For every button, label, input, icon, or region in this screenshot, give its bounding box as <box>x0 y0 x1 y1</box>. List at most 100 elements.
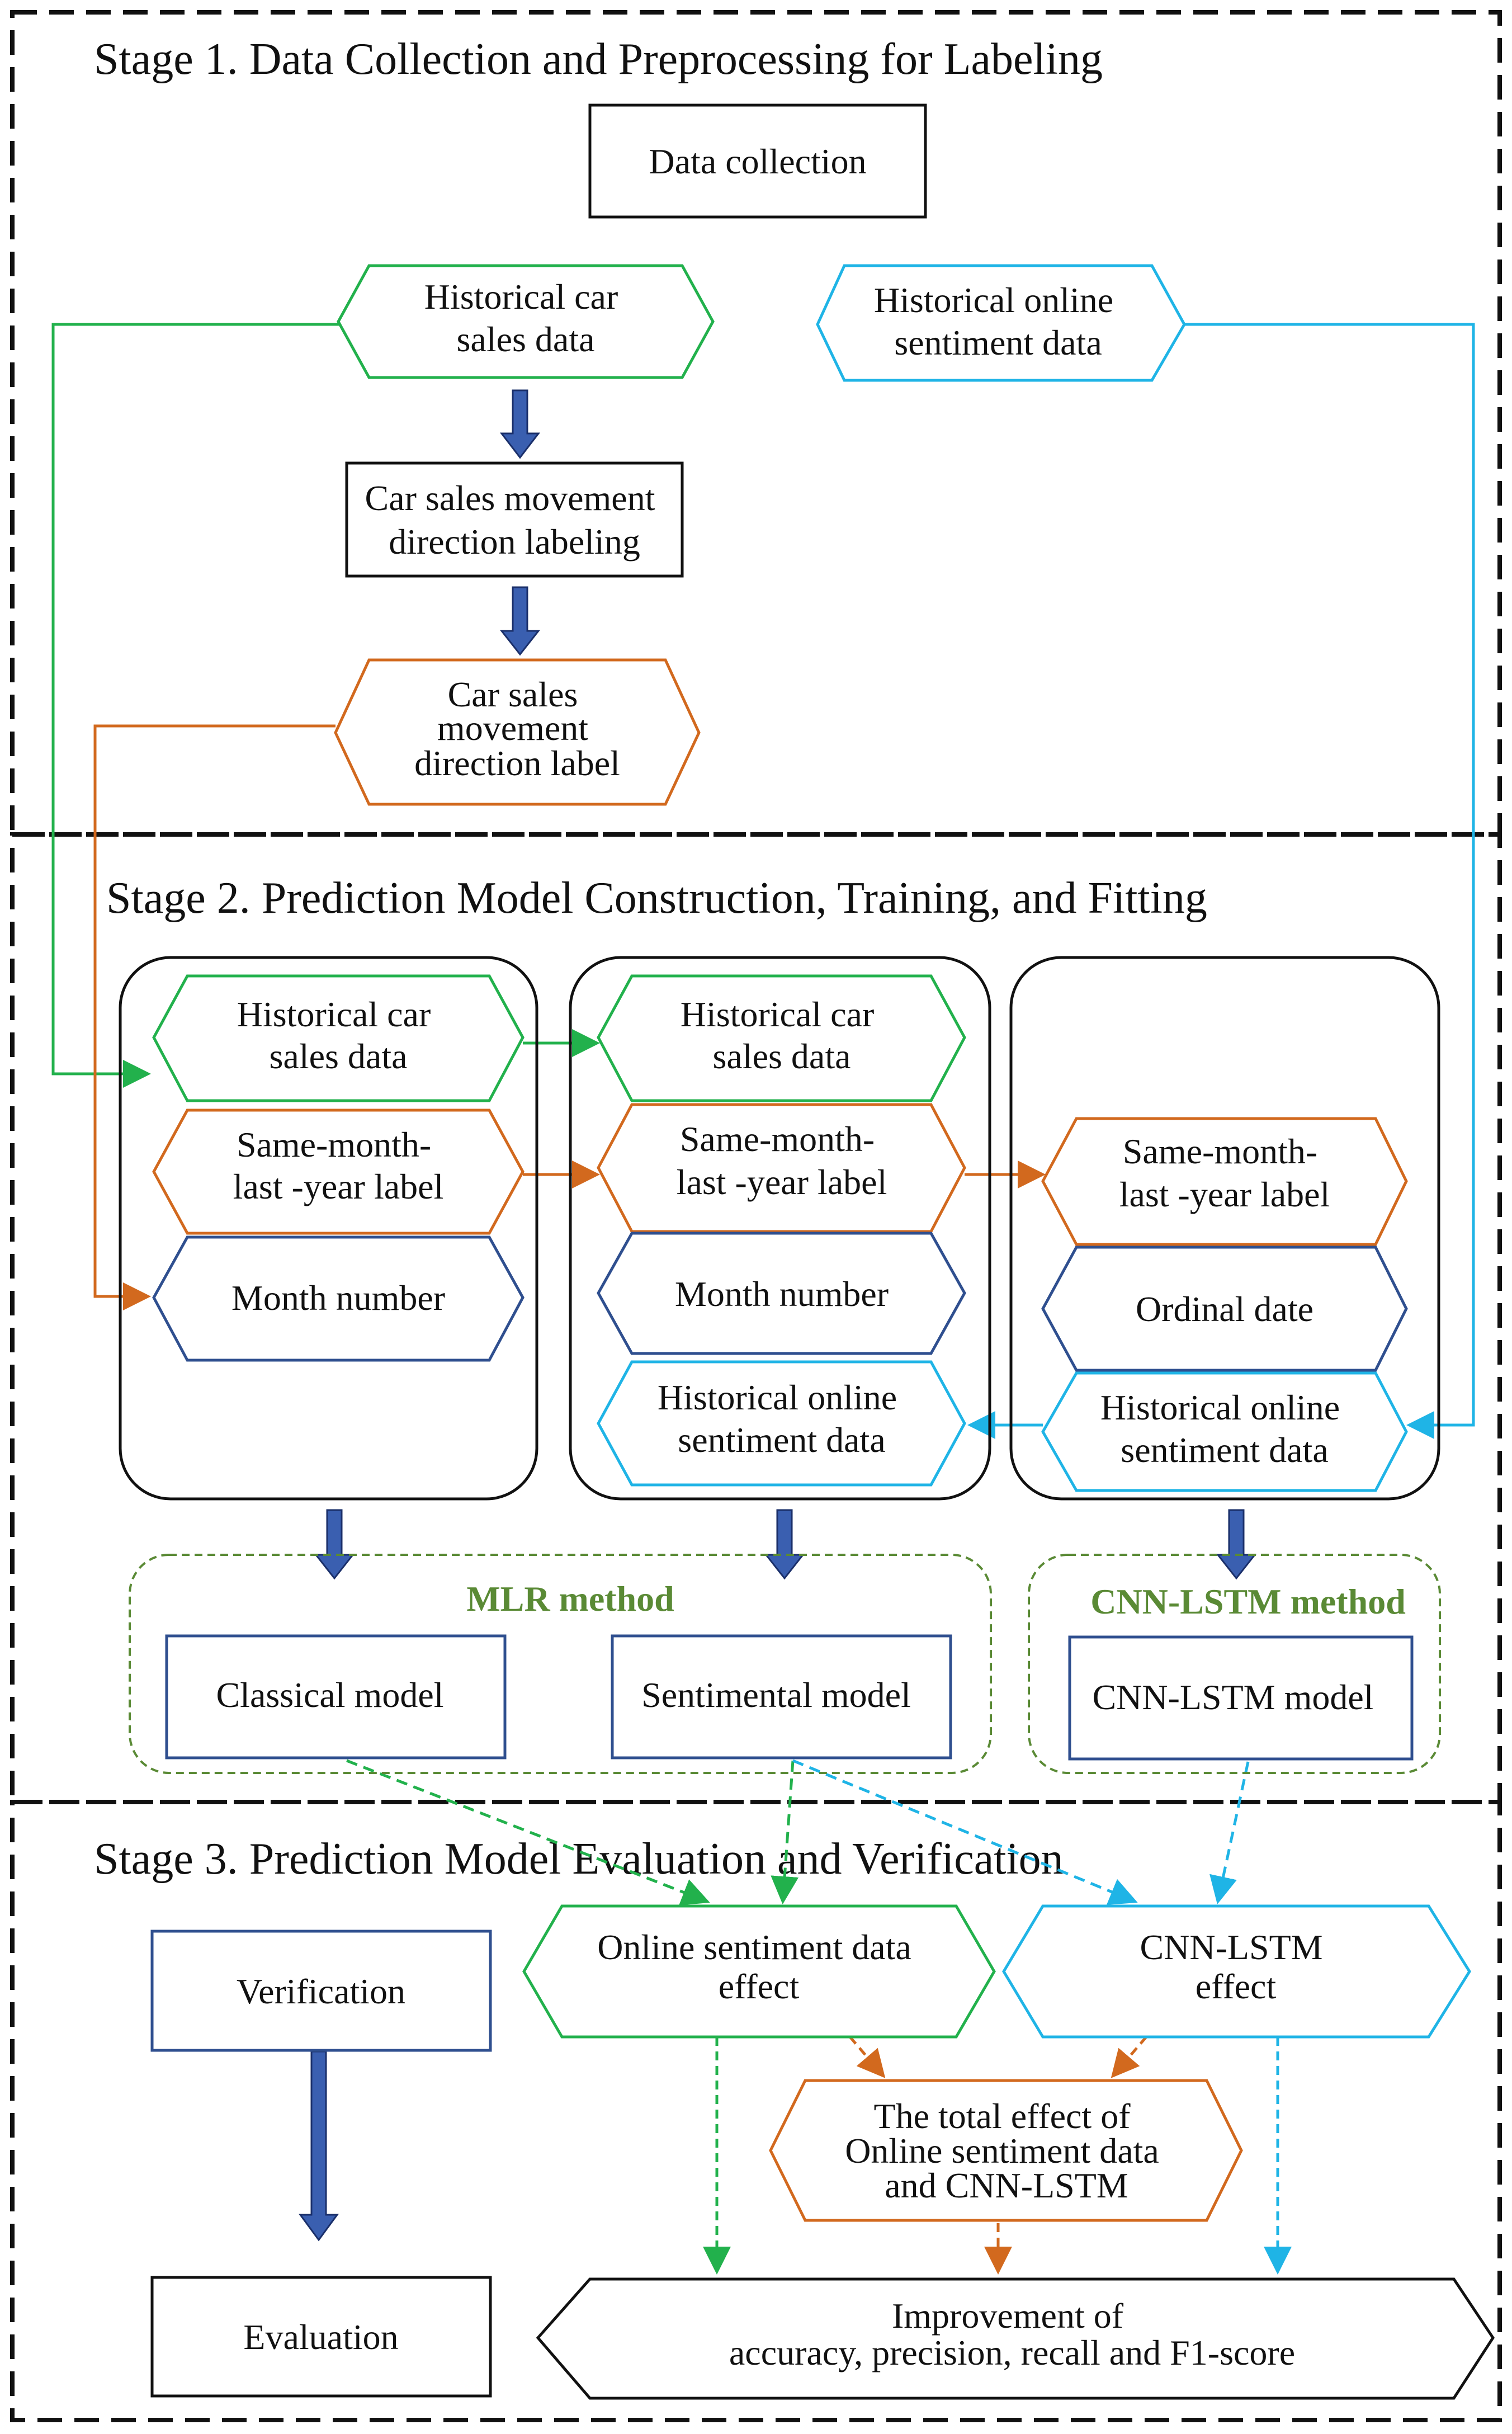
svg-text:Historical car sales data: Historical car sales data <box>424 277 627 359</box>
cnn-method-group <box>1028 1554 1441 1774</box>
col2-month-number-text: Month number <box>675 1274 889 1314</box>
svg-text:Historical car sales data: Historical car sales data <box>681 994 883 1076</box>
blue-arrow-verification-to-evaluation <box>299 2050 339 2242</box>
classical-model-text: Classical model <box>216 1675 443 1715</box>
total-effect-line-3: and CNN-LSTM <box>885 2166 1128 2205</box>
col2-same-month-line-2: last -year label <box>677 1162 887 1202</box>
improvement-line-2: accuracy, precision, recall and F1-score <box>729 2333 1295 2372</box>
stage2-column-2 <box>569 956 991 1501</box>
svg-text:Online sentiment data effe: Online sentiment data effect <box>597 1927 920 2006</box>
hist-car-sales-line-1: Historical car <box>424 277 618 317</box>
stage2-title: Stage 2. Prediction Model Construction, … <box>106 874 1207 923</box>
label-line-3: direction label <box>414 743 620 783</box>
col2-sentiment-hexagon <box>597 1360 966 1487</box>
cnn-model-text: CNN-LSTM model <box>1092 1677 1373 1717</box>
svg-text:CNN-LSTM effect: CNN-LSTM effect <box>1140 1927 1331 2006</box>
col1-month-number-hexagon <box>152 1235 525 1362</box>
hist-sentiment-hexagon <box>816 264 1186 382</box>
svg-text:Same-month- last -year lab: Same-month- last -year label <box>233 1125 444 1206</box>
col2-same-month-hexagon <box>597 1103 966 1233</box>
connector-classical-to-sentiment-effect <box>346 1759 710 1905</box>
col3-sentiment-line-1: Historical online <box>1100 1388 1340 1427</box>
improvement-line-1: Improvement of <box>892 2296 1124 2336</box>
col3-same-month-line-2: last -year label <box>1119 1174 1330 1214</box>
svg-text:Historical online sentimen: Historical online sentiment data <box>658 1378 906 1460</box>
verification-box <box>150 1930 492 2052</box>
data-collection-text: Data collection <box>649 141 866 181</box>
labeling-line-2: direction labeling <box>389 522 640 562</box>
connector-sentimental-to-cnn-effect <box>792 1759 1138 1905</box>
cnn-model-box <box>1068 1635 1414 1761</box>
evaluation-box <box>150 2276 492 2398</box>
label-line-1: Car sales <box>448 674 578 714</box>
connector-car-sales-to-col1 <box>51 323 341 1088</box>
total-effect-line-2: Online sentiment data <box>845 2131 1159 2171</box>
evaluation-text: Evaluation <box>243 2317 398 2357</box>
data-collection-box <box>588 103 927 219</box>
verification-text: Verification <box>237 1971 405 2011</box>
svg-text:Car sales movement directi: Car sales movement direction labeling <box>365 478 664 562</box>
svg-text:The total effect of Online: The total effect of Online sentiment dat… <box>845 2096 1168 2205</box>
hist-car-sales-hexagon <box>337 264 715 379</box>
col1-same-month-line-2: last -year label <box>233 1167 444 1206</box>
stage3-title: Stage 3. Prediction Model Evaluation and… <box>94 1834 1064 1884</box>
col1-same-month-hexagon <box>152 1108 525 1235</box>
col3-ordinal-date-text: Ordinal date <box>1136 1289 1313 1329</box>
col3-sentiment-hexagon <box>1041 1371 1408 1492</box>
blue-arrow-stage1-a <box>499 389 541 459</box>
stage1-frame <box>10 10 1502 837</box>
classical-model-box <box>165 1634 507 1760</box>
stage1-title: Stage 1. Data Collection and Preprocessi… <box>94 35 1103 84</box>
col3-same-month-line-1: Same-month- <box>1123 1131 1317 1171</box>
svg-text:Month number: Month number <box>675 1274 889 1314</box>
labeling-line-1: Car sales movement <box>365 478 655 518</box>
stage2-column-1 <box>119 956 538 1501</box>
svg-text:Historical online sentimen: Historical online sentiment data <box>1100 1388 1349 1470</box>
svg-text:CNN-LSTM model: CNN-LSTM model <box>1092 1677 1373 1717</box>
svg-text:Month number: Month number <box>231 1278 445 1318</box>
col2-same-month-line-1: Same-month- <box>680 1119 875 1159</box>
col2-car-sales-hexagon <box>597 974 966 1102</box>
connector-sentimental-to-sentiment-effect <box>771 1760 799 1904</box>
svg-text:Evaluation: Evaluation <box>243 2317 398 2357</box>
svg-text:Historical online sentimen: Historical online sentiment data <box>874 280 1122 362</box>
label-hexagon <box>334 658 701 806</box>
total-effect-hexagon <box>769 2079 1243 2222</box>
sentimental-model-box <box>611 1634 952 1760</box>
sentimental-model-text: Sentimental model <box>641 1675 911 1715</box>
svg-text:Sentimental model: Sentimental model <box>641 1675 911 1715</box>
col1-month-number-text: Month number <box>231 1278 445 1318</box>
connector-sentiment-to-col3 <box>1184 323 1475 1439</box>
svg-text:Improvement of accuracy, p: Improvement of accuracy, precision, reca… <box>729 2296 1295 2372</box>
svg-text:Same-month- last -year lab: Same-month- last -year label <box>677 1119 887 1202</box>
label-line-2: movement <box>437 708 588 748</box>
blue-arrow-col1-to-mlr <box>314 1509 355 1580</box>
svg-text:Classical model: Classical model <box>216 1675 443 1715</box>
cnn-effect-line-1: CNN-LSTM <box>1140 1927 1322 1967</box>
svg-text:Car sales movement dir: Car sales movement direction label <box>414 674 620 783</box>
col1-car-sales-line-2: sales data <box>270 1036 408 1076</box>
labeling-box <box>345 461 684 578</box>
col3-sentiment-line-2: sentiment data <box>1121 1430 1328 1470</box>
mlr-method-label: MLR method <box>466 1579 674 1619</box>
svg-text:Ordinal date: Ordinal date <box>1136 1289 1313 1329</box>
col1-car-sales-line-1: Historical car <box>237 994 431 1034</box>
connector-cnn-model-to-cnn-effect <box>1209 1761 1250 1904</box>
svg-text:Data collection: Data collection <box>649 141 866 181</box>
connector-cnn-effect-to-total <box>1111 2036 1147 2078</box>
hist-sentiment-line-1: Historical online <box>874 280 1113 320</box>
stage2-column-3 <box>1009 956 1440 1501</box>
col1-same-month-line-1: Same-month- <box>237 1125 431 1164</box>
col2-sentiment-line-1: Historical online <box>658 1378 897 1417</box>
sentiment-effect-line-2: effect <box>719 1966 800 2006</box>
col3-ordinal-date-hexagon <box>1041 1246 1408 1372</box>
blue-arrow-col3-to-cnn <box>1216 1509 1257 1580</box>
col2-sentiment-line-2: sentiment data <box>678 1420 885 1460</box>
connector-sentiment-effect-to-total <box>849 2036 886 2078</box>
blue-arrow-stage1-b <box>499 586 541 656</box>
total-effect-line-1: The total effect of <box>873 2096 1131 2136</box>
col2-car-sales-line-1: Historical car <box>681 994 875 1034</box>
col3-same-month-hexagon <box>1041 1117 1408 1246</box>
svg-text:Verification: Verification <box>237 1971 405 2011</box>
svg-text:Same-month- last -year lab: Same-month- last -year label <box>1119 1131 1330 1214</box>
